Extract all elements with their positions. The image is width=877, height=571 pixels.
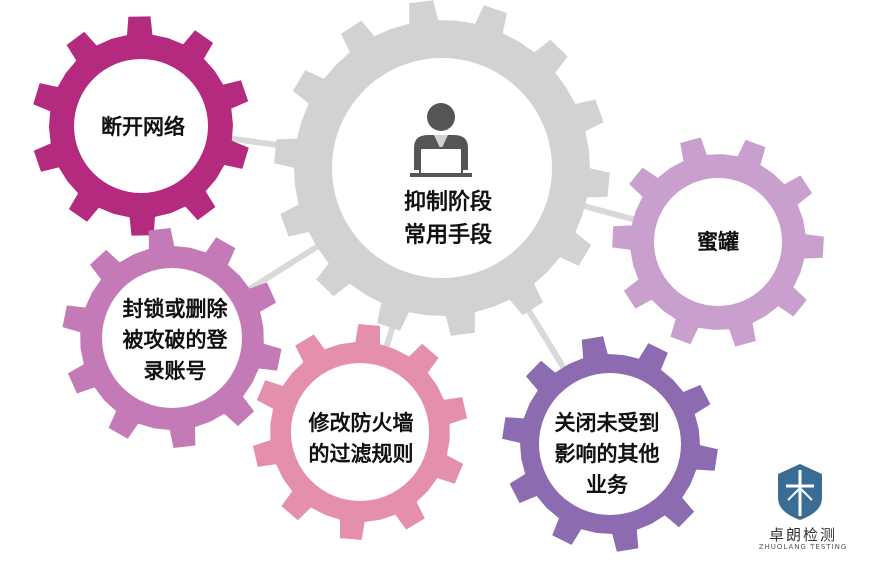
gear-label-network: 断开网络 [88,112,198,143]
gear-label-firewall: 修改防火墙 的过滤规则 [286,408,436,470]
gear-label-line: 关闭未受到 [554,411,660,435]
gear-label-line: 蜜罐 [697,230,739,254]
gear-label-services: 关闭未受到 影响的其他 业务 [532,408,682,501]
gear-label-line: 业务 [586,473,628,497]
gear-label-line: 修改防火墙 [308,411,414,435]
shield-logo-icon [778,464,822,520]
center-label-line: 常用手段 [403,223,492,248]
gear-block [62,228,282,448]
gear-label-line: 断开网络 [101,115,185,139]
logo-subtitle: ZHUOLANG TESTING [758,543,848,551]
center-label-line: 抑制阶段 [403,190,492,215]
center-gear-label: 抑制阶段 常用手段 [388,186,508,252]
gear-label-block-accounts: 封锁或删除 被攻破的登 录账号 [100,294,250,387]
logo-name: 卓朗检测 [768,526,837,544]
gear-network [33,16,249,236]
gear-label-honeypot: 蜜罐 [683,227,753,258]
gear-label-line: 影响的其他 [554,442,660,466]
gear-label-line: 封锁或删除 [122,297,228,321]
person-laptop-icon [410,103,472,177]
gear-label-line: 被攻破的登 [122,328,228,352]
gear-services [502,336,718,552]
gear-label-line: 的过滤规则 [308,442,414,466]
gear-honeypot [612,137,824,347]
gear-firewall [252,324,468,540]
gear-label-line: 录账号 [143,359,207,383]
